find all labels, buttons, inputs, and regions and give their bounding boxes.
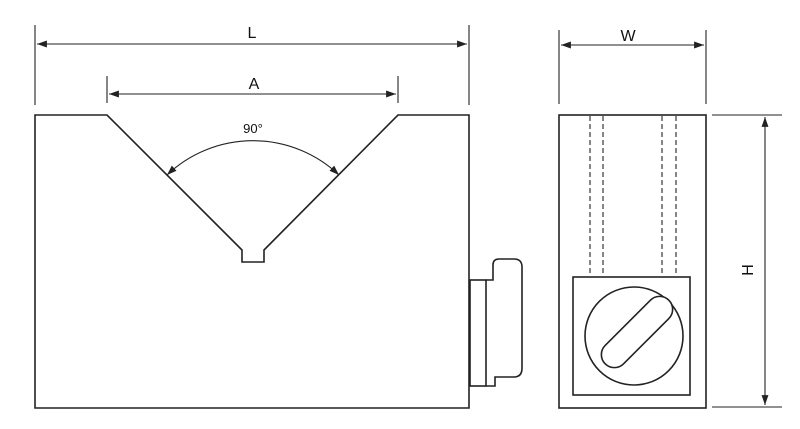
switch-handle: [600, 295, 674, 369]
angle-arc: [166, 140, 340, 176]
switch-base-plate: [469, 279, 487, 387]
dim-a-label: A: [249, 76, 260, 93]
v-block-body: [34, 114, 470, 409]
dim-h-label: H: [740, 264, 757, 276]
switch-dial: [584, 286, 684, 386]
dim-w-label: W: [620, 28, 636, 45]
switch-handle-group: [600, 295, 674, 369]
dim-l-label: L: [248, 25, 257, 42]
switch-panel: [572, 276, 691, 396]
front-view: L A 90°: [34, 25, 523, 409]
side-body: [558, 114, 707, 409]
switch-knob-side: [486, 258, 523, 387]
angle-label: 90°: [243, 121, 263, 136]
side-view: W H: [558, 28, 782, 409]
